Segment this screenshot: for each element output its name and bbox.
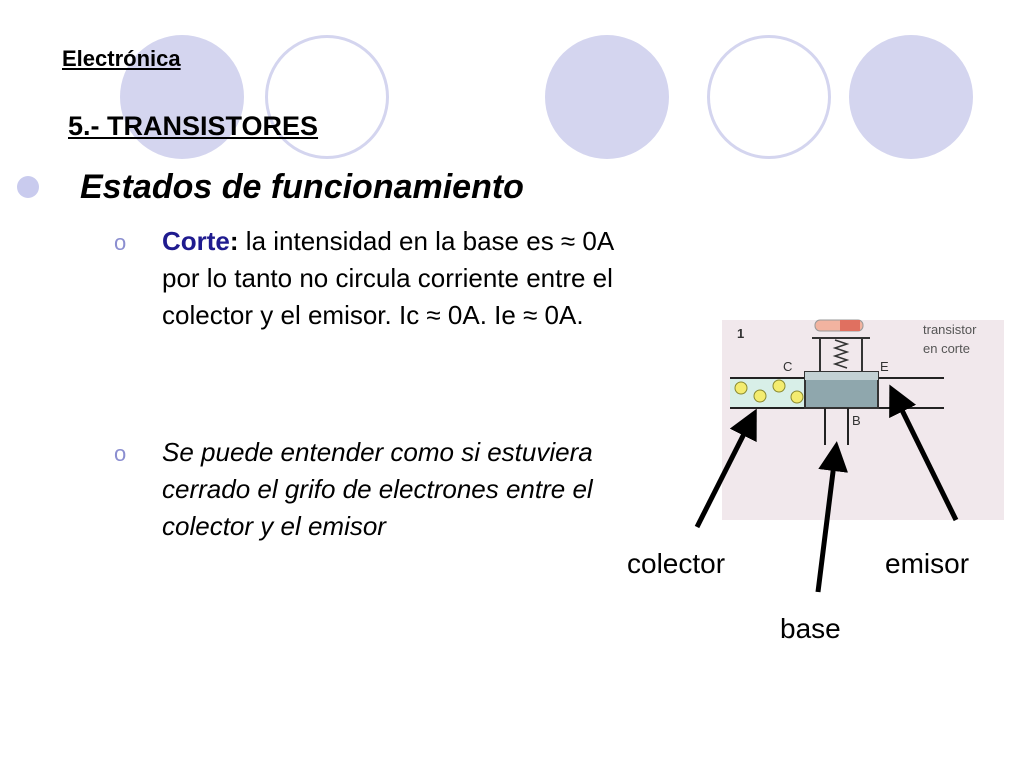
sub-bullet-marker-1: o (114, 230, 127, 255)
figure-caption-line1: transistor (923, 322, 977, 337)
keyword-colon: : (229, 226, 239, 256)
keyword-corte: Corte (162, 226, 230, 256)
decorative-ring-1 (265, 35, 389, 159)
electron-2 (753, 389, 767, 403)
spring-icon (832, 339, 850, 369)
decorative-circle-1 (120, 35, 244, 159)
corte-description: la intensidad en la base es ≈ 0A por lo … (162, 226, 613, 330)
electron-1 (734, 381, 748, 395)
letter-c: C (783, 359, 792, 374)
figure-caption-line2: en corte (923, 341, 970, 356)
heading-bullet-icon (17, 176, 39, 198)
decorative-circle-3 (849, 35, 973, 159)
sub-bullet-marker-2: o (114, 441, 127, 466)
arrow-to-base (815, 441, 849, 593)
label-base: base (780, 613, 841, 644)
section-title: 5.- TRANSISTORES (68, 111, 319, 141)
label-colector: colector (627, 548, 726, 579)
electron-4 (790, 390, 804, 404)
slide-heading: Estados de funcionamiento (80, 168, 524, 206)
decorative-circle-2 (545, 35, 669, 159)
panel-number: 1 (737, 326, 744, 341)
letter-e: E (880, 359, 889, 374)
decorative-ring-2 (707, 35, 831, 159)
arrow-to-emitter (889, 384, 959, 522)
label-emisor: emisor (885, 548, 970, 579)
item-analogy-text: Se puede entender como si estuviera cerr… (162, 437, 593, 541)
electron-3 (772, 379, 786, 393)
slide-topic-label: Electrónica (62, 46, 181, 71)
arrow-to-collector (694, 408, 757, 529)
letter-b: B (852, 413, 861, 428)
item-corte-text: Corte: la intensidad en la base es ≈ 0A … (162, 223, 632, 334)
